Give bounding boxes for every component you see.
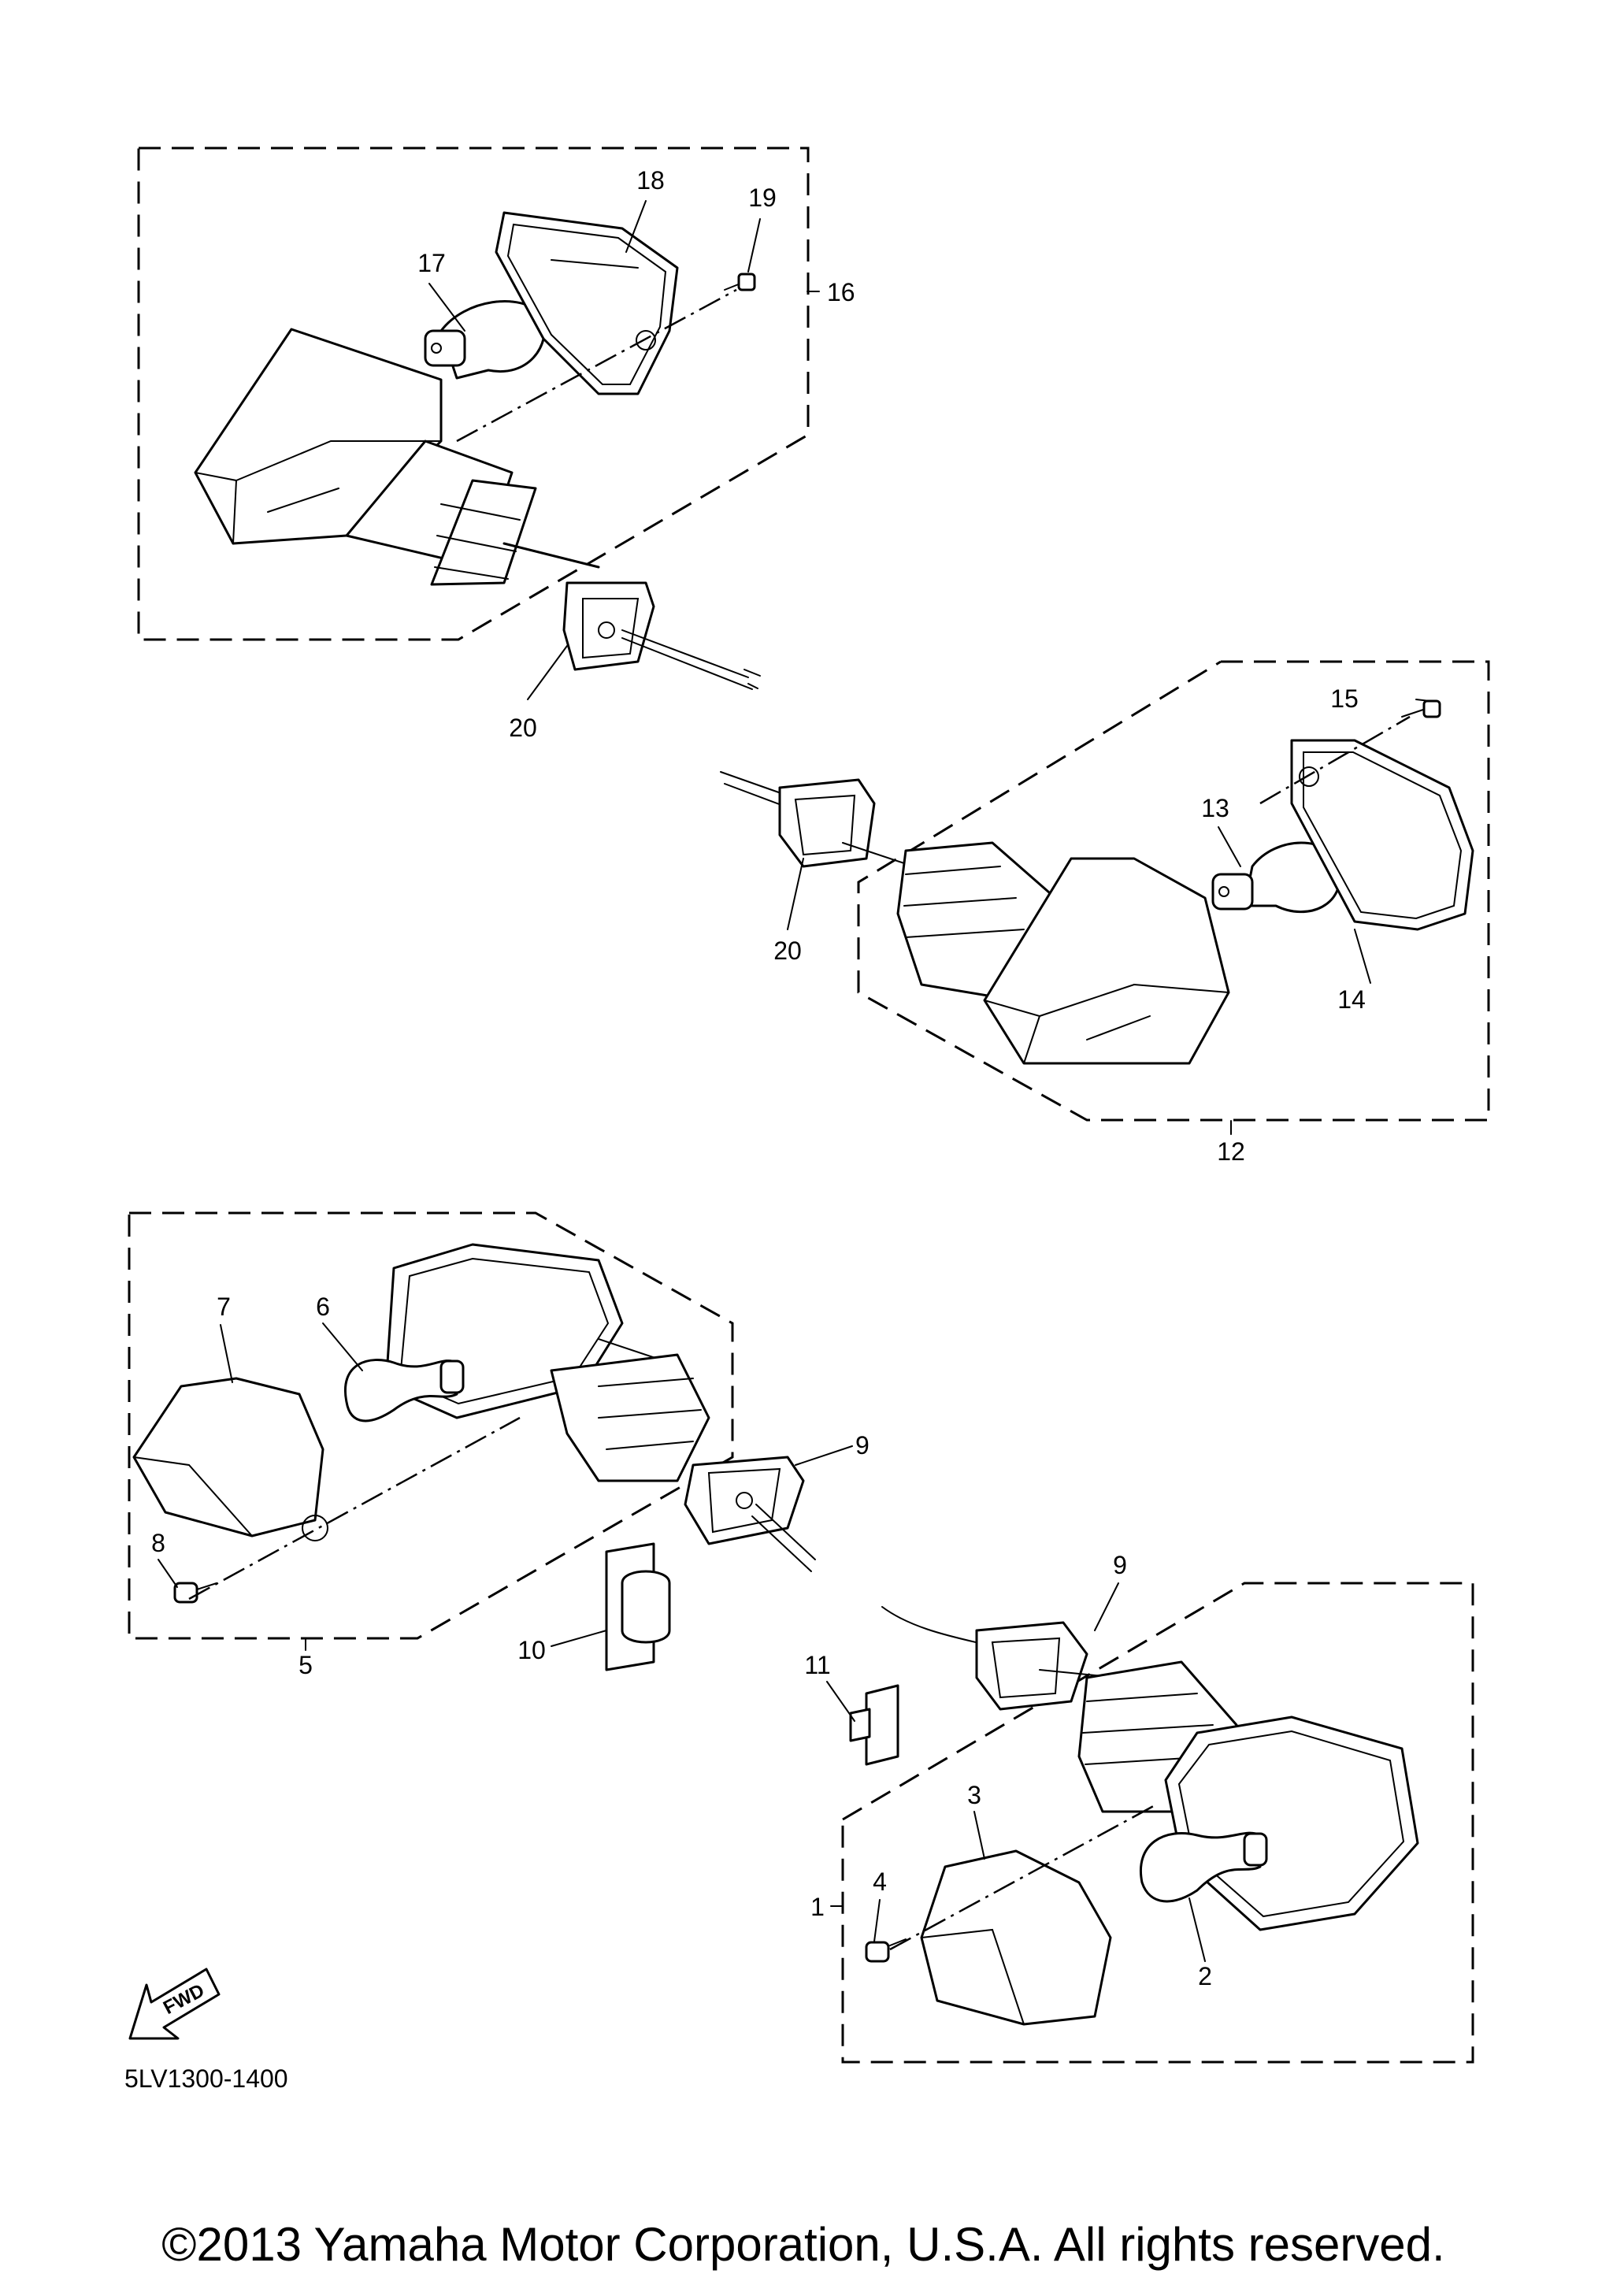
assembly-1-front-right-flasher: [841, 1582, 1474, 2064]
screw-4: [865, 1938, 907, 1963]
callout-19: 19: [748, 184, 777, 212]
callout-16: 16: [827, 278, 855, 306]
callout-7: 7: [217, 1293, 231, 1321]
callout-3: 3: [967, 1781, 981, 1809]
callout-17: 17: [417, 249, 446, 277]
screw-15: [1401, 699, 1441, 718]
callout-12: 12: [1217, 1137, 1245, 1166]
screw-19: [724, 273, 756, 291]
assembly-16-rear-left-flasher: [137, 147, 810, 690]
callout-13: 13: [1201, 794, 1229, 822]
callout-18: 18: [636, 166, 665, 195]
callout-5: 5: [298, 1651, 313, 1679]
callout-9-left: 9: [855, 1431, 870, 1460]
callout-2: 2: [1198, 1962, 1212, 1990]
callout-14: 14: [1337, 985, 1366, 1014]
callout-11: 11: [804, 1651, 830, 1679]
assembly-5-front-left-flasher: [128, 1211, 816, 1671]
callout-9-right: 9: [1113, 1551, 1127, 1579]
callout-labels: 18 19 16 17 20 15 13 20 14 12 7 6 9 8 10…: [151, 166, 1366, 1990]
assembly-12-rear-right-flasher: [720, 660, 1490, 1122]
part-11: [849, 1684, 899, 1766]
callout-8: 8: [151, 1529, 165, 1557]
callout-4: 4: [873, 1868, 887, 1896]
callout-6: 6: [316, 1293, 330, 1321]
screw-8: [173, 1582, 217, 1604]
callout-15: 15: [1330, 684, 1359, 713]
leader-lines: [158, 200, 1430, 1962]
copyright-notice: ©2013 Yamaha Motor Corporation, U.S.A. A…: [161, 2218, 1444, 2271]
fwd-arrow-icon: FWD: [128, 1968, 221, 2040]
diagram-code: 5LV1300-1400: [124, 2064, 288, 2093]
callout-1: 1: [810, 1893, 825, 1921]
callout-10: 10: [517, 1636, 546, 1664]
callout-20-middle: 20: [773, 937, 802, 965]
part-10: [605, 1542, 671, 1671]
callout-20-top: 20: [509, 714, 537, 742]
